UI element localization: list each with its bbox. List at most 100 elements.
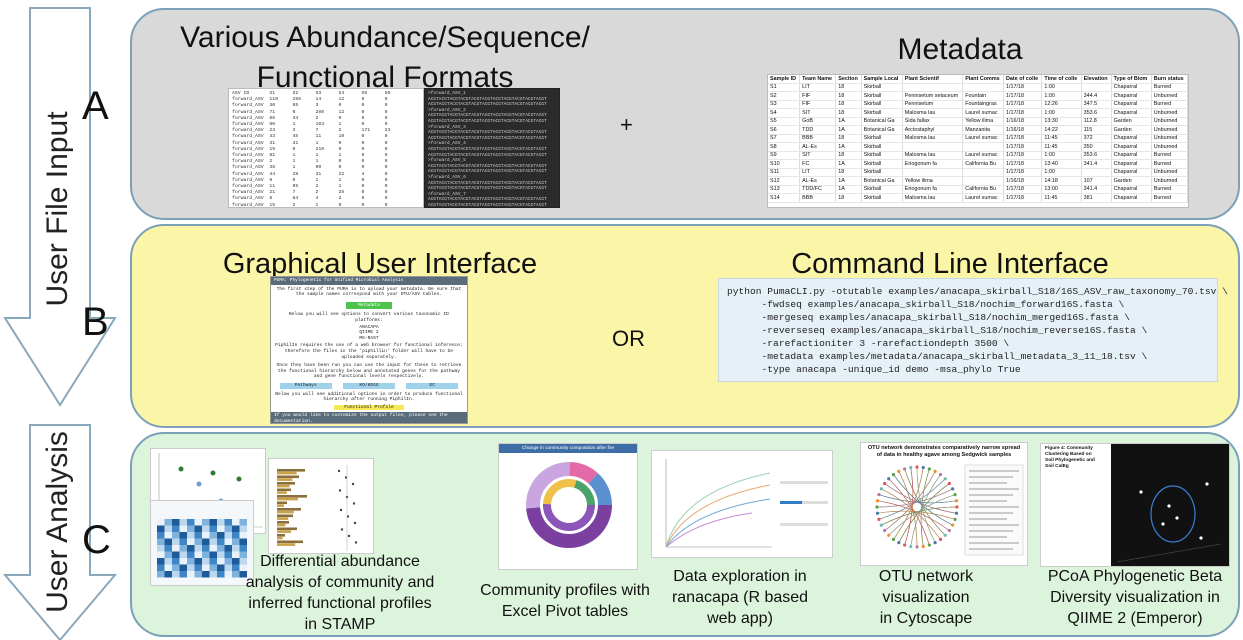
metadata-cell: 1A	[835, 117, 862, 126]
metadata-cell: S1	[768, 83, 801, 92]
network-node	[891, 537, 896, 541]
metadata-cell: 1/17/18	[1003, 151, 1043, 160]
gui-screenshot: PUMA: Phylogenetic for Unified Microbial…	[270, 276, 468, 424]
stamp-ci-point	[351, 482, 355, 486]
metadata-cell: Fountain	[962, 91, 1005, 101]
heatmap-cell	[217, 538, 225, 545]
metadata-cell: 353.6	[1081, 108, 1112, 118]
gui-platform-anacapa[interactable]: ANACAPA	[359, 324, 379, 330]
heatmap-cell	[209, 525, 217, 532]
qiime-caption: PCoA Phylogenetic Beta Diversity visuali…	[1047, 568, 1223, 627]
sequence-lines: >forward_ASV_1 ACGTACGTACGTACGTACGTACGTA…	[428, 91, 547, 208]
metadata-cell: 1A	[835, 142, 862, 152]
network-node	[951, 523, 955, 527]
heatmap-cell	[232, 551, 240, 558]
metadata-cell: 14:22	[1041, 125, 1082, 135]
gui-platform-qiime2[interactable]: QIIME 2	[359, 330, 379, 336]
network-edge	[884, 483, 957, 514]
gui-functional-profile-button[interactable]: Functional Profile	[334, 404, 404, 411]
user-file-input-arrow	[3, 7, 117, 407]
metadata-cell: 18	[835, 134, 862, 143]
panel-a-letter: A	[82, 84, 109, 128]
network-description-box	[964, 464, 1024, 556]
network-node	[887, 533, 891, 537]
network-node	[875, 499, 880, 503]
metadata-cell: 1/17/18	[1003, 193, 1043, 203]
heatmap-cell	[224, 545, 232, 552]
network-edge	[916, 466, 936, 543]
metadata-cell: 11:45	[1041, 134, 1082, 143]
gui-below-text: Below you will see additional options in…	[275, 391, 463, 403]
heatmap-cell	[239, 551, 247, 558]
metadata-cell: BBB	[799, 134, 837, 143]
metadata-cell: Section	[835, 75, 862, 84]
network-edge	[916, 466, 936, 543]
metadata-cell: Burned	[1151, 185, 1188, 194]
metadata-cell: LIT	[799, 83, 837, 92]
heatmap-cell	[187, 525, 195, 532]
heatmap-cell	[209, 519, 217, 526]
stamp-bar-group1	[277, 514, 293, 518]
gui-platform-mgrast[interactable]: MG-RAST	[359, 335, 379, 341]
heatmap-cell	[164, 519, 172, 526]
network-edge	[881, 506, 958, 526]
metadata-cell: Skirball	[861, 91, 903, 101]
metadata-cell: S3	[768, 100, 801, 109]
cli-line: -type anacapa -unique_id demo -msa_phylo…	[727, 364, 1021, 375]
stamp-bar-group1	[277, 540, 303, 544]
metadata-cell: Date of colle	[1003, 75, 1043, 84]
heatmap-cell	[157, 519, 165, 526]
heatmap-cell	[239, 519, 247, 526]
metadata-cell: Plant Comms	[962, 75, 1005, 84]
metadata-cell: Unburned	[1151, 176, 1188, 186]
metadata-cell: 344.4	[1081, 91, 1112, 101]
stamp-ci-point	[340, 528, 344, 531]
gui-metadata-button[interactable]: Metadata	[346, 301, 392, 310]
gui-platforms-text: Below you will see options to convert va…	[289, 312, 449, 323]
heatmap-cell	[172, 571, 180, 578]
heatmap-cell	[179, 571, 187, 578]
network-edge	[898, 483, 950, 543]
stamp-bar-group1	[277, 534, 285, 537]
metadata-cell: Burned	[1151, 100, 1188, 109]
gui-ec-button[interactable]: EC	[406, 382, 459, 389]
cli-line: -mergeseq examples/anacapa_skirball_S18/…	[727, 312, 1131, 323]
metadata-cell: Malosma lau	[902, 134, 964, 143]
metadata-cell: S4	[768, 108, 801, 118]
network-edge	[898, 483, 950, 543]
heatmap-cell	[179, 525, 187, 532]
metadata-cell: Chaparral	[1111, 193, 1152, 203]
metadata-cell: 13:00	[1041, 185, 1082, 194]
heatmap-cell	[187, 558, 195, 565]
heatmap-cell	[157, 525, 165, 532]
ranacapa-caption: Data exploration in ranacapa (R based we…	[671, 568, 809, 627]
network-node	[951, 487, 955, 491]
metadata-cell: Yellow ilima	[962, 117, 1005, 126]
cytoscape-network-graph	[875, 464, 1024, 556]
metadata-cell: 1/17/18	[1003, 168, 1043, 177]
metadata-cell	[962, 83, 1005, 92]
metadata-cell: Botanical Ga	[861, 117, 903, 126]
metadata-cell: 13:40	[1041, 159, 1082, 169]
heatmap-cell	[164, 564, 172, 571]
stamp-bar-group2	[277, 530, 291, 533]
cli-line: -reverseseq examples/anacapa_skirball_S1…	[727, 325, 1148, 336]
metadata-cell: Pennisetum setaceum	[902, 91, 964, 101]
metadata-cell: 11:45	[1041, 142, 1082, 152]
gui-ko-button[interactable]: KO/KEGG	[342, 382, 395, 389]
metadata-cell: Skirball	[861, 83, 903, 92]
network-node	[954, 511, 959, 515]
qiime-figure-title: Figure 4: Community Clustering Based on …	[1045, 446, 1095, 469]
metadata-cell: Unburned	[1151, 125, 1188, 135]
network-node	[927, 467, 931, 471]
metadata-cell	[962, 176, 1005, 186]
metadata-cell: 1/17/18	[1003, 134, 1043, 143]
gui-pathways-button[interactable]: Pathways	[279, 382, 332, 389]
metadata-cell: Unburned	[1151, 117, 1188, 126]
